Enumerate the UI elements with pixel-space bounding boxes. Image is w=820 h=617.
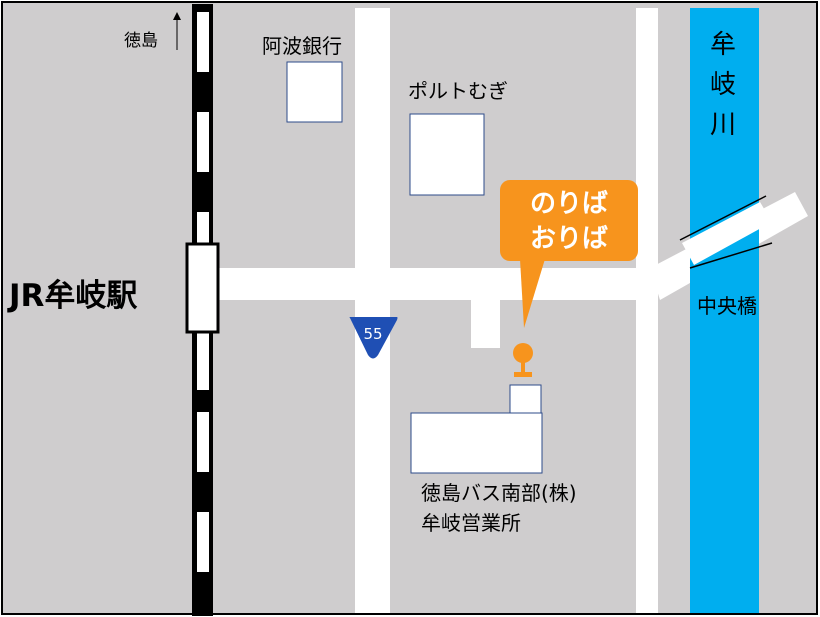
road-vertical-east (636, 8, 658, 614)
station-building (185, 242, 220, 334)
river-label-3: 川 (710, 110, 736, 140)
railway-tie (197, 12, 209, 72)
side-road (471, 298, 500, 348)
bus-office-label-2: 牟岐営業所 (421, 511, 521, 535)
callout-line-1: のりば (530, 189, 608, 219)
bus-stop-icon (513, 343, 533, 377)
station-label: JR牟岐駅 (7, 278, 137, 314)
bridge-rail-north (679, 195, 767, 241)
tokushima-direction-label: 徳島 (124, 31, 158, 51)
bank-building (286, 61, 343, 123)
bridge-label: 中央橋 (697, 294, 757, 318)
railway-tie (197, 112, 209, 172)
callout-line-2: おりば (530, 224, 608, 254)
route-55-shield: 55 (349, 317, 398, 359)
route-55-road (355, 8, 390, 614)
river-label-1: 牟 (710, 30, 736, 60)
bus-office-label-1: 徳島バス南部(株) (421, 481, 577, 505)
river-label-2: 岐 (710, 70, 736, 100)
land-background (3, 3, 817, 614)
route-number: 55 (363, 325, 382, 343)
bank-label: 阿波銀行 (262, 34, 342, 58)
railway-tie (197, 412, 209, 472)
bridge-rail-south (689, 242, 773, 269)
up-arrow-icon (173, 12, 181, 20)
railway-tie (197, 512, 209, 572)
railway-tie (197, 330, 209, 390)
bus-office-building (410, 412, 543, 474)
bridge (682, 202, 772, 265)
bus-stop-callout: のりば おりば (500, 180, 638, 328)
store-label: ポルトむぎ (408, 79, 508, 103)
river (690, 8, 759, 614)
road-horizontal-main (215, 268, 655, 300)
store-building (409, 113, 485, 196)
bus-office-annex (509, 384, 542, 414)
